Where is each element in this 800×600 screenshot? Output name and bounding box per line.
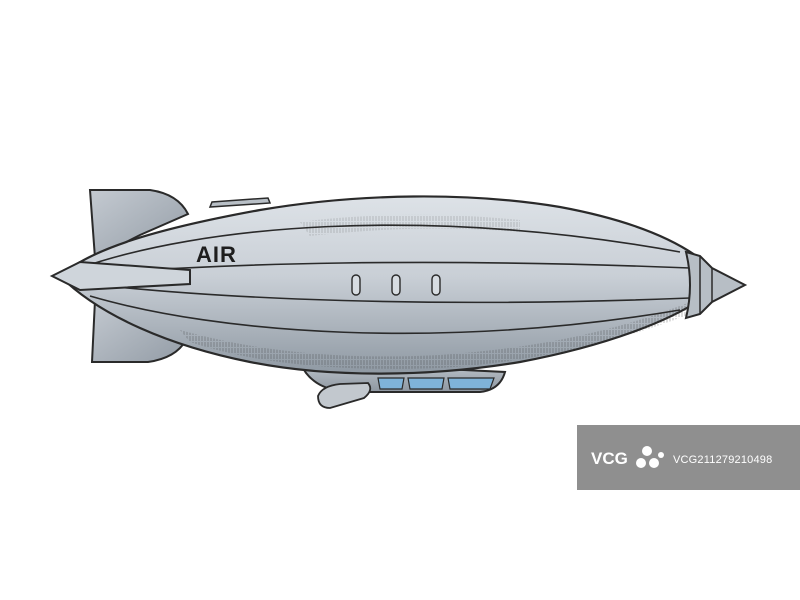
hull-seam [71,281,691,304]
watermark-logo-text: VCG [591,449,628,468]
hull-porthole [431,274,441,296]
vcg-logo-icon: VCG [591,446,664,468]
upper-tail-fin [88,189,190,260]
gondola-window [377,377,405,390]
hull-seam [89,295,681,335]
nose-cap [684,250,748,320]
hull-label: AIR [196,242,237,267]
watermark: VCG VCG211279210498 [577,425,800,490]
tail-cone [49,260,191,292]
engine-pod [317,382,372,409]
watermark-id: VCG211279210498 [673,454,773,466]
gondola-window [447,377,495,390]
hull-seam [79,224,681,269]
hull-porthole [391,274,401,296]
hull-top-housing [208,197,272,208]
hull-shading [180,302,695,369]
hull-porthole [351,274,361,296]
gondola-window [407,377,445,390]
